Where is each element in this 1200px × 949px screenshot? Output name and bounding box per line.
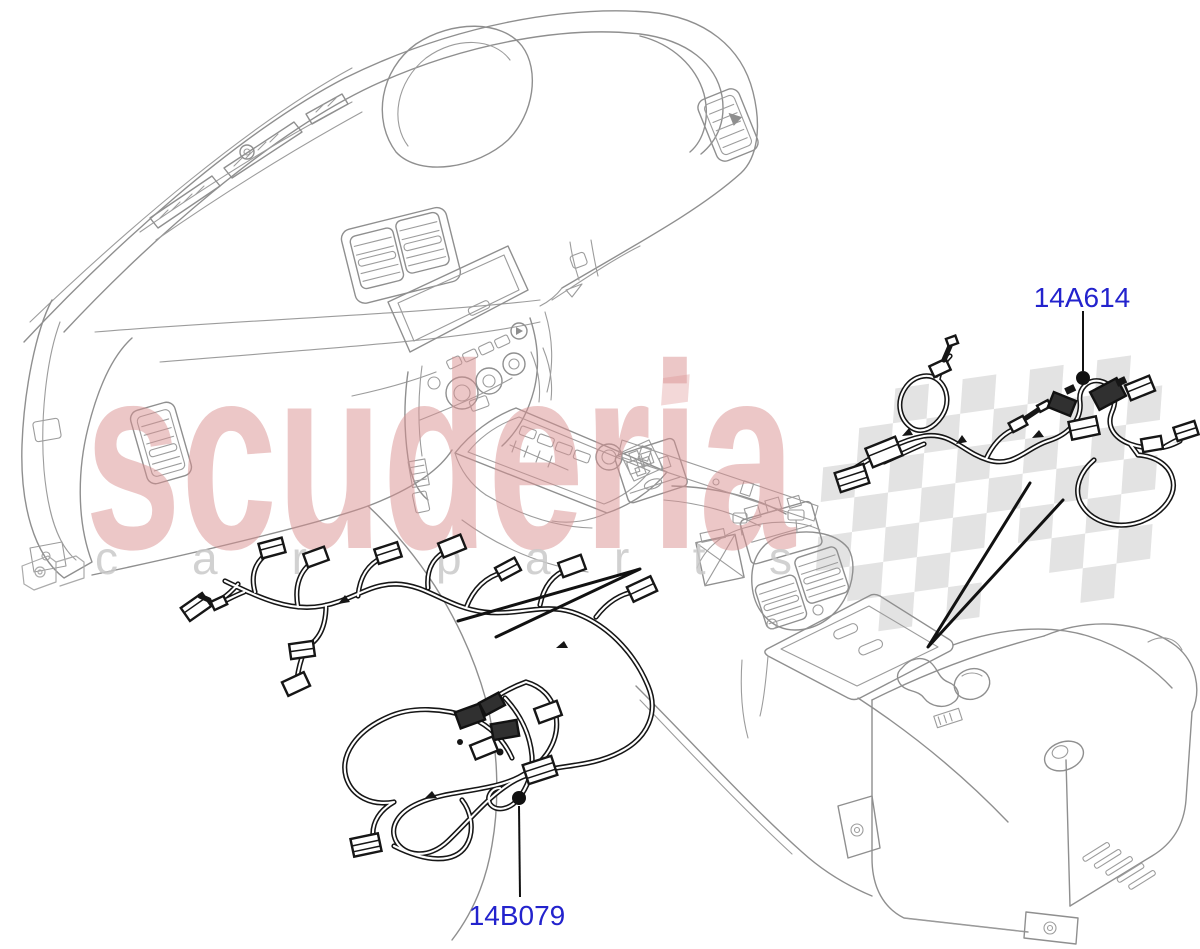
defroster-vents (139, 93, 363, 241)
side-vent-left (129, 401, 193, 485)
center-console-drawing (367, 407, 1198, 945)
console-storage-box (837, 623, 1198, 945)
callouts: 14A614 14B079 (456, 282, 1131, 931)
console-front-plate (454, 407, 787, 573)
brand-watermark: scuderia car parts (85, 309, 796, 604)
rear-vents (696, 509, 854, 631)
instrument-binnacle (381, 25, 534, 168)
armrest-lid (764, 593, 954, 701)
bracket-piece (21, 555, 85, 591)
wiring-harness-14b079 (179, 532, 659, 859)
dashboard-drawing (21, 10, 759, 591)
cupholder-deck (740, 628, 1173, 823)
pointer-wedge-14b079 (456, 567, 642, 639)
dash-end-right (539, 35, 759, 307)
console-brackets (614, 437, 823, 587)
part-label-14b079[interactable]: 14B079 (469, 900, 566, 931)
wiring-harness-14a614 (833, 333, 1200, 526)
pointer-wedge-14a614 (926, 481, 1065, 649)
leader-line-14b079 (518, 805, 521, 898)
part-label-14a614[interactable]: 14A614 (1034, 282, 1131, 313)
a-pillar-trim (21, 299, 133, 579)
leader-dot-14a614 (1076, 371, 1090, 385)
leader-dot-14b079 (512, 791, 526, 805)
center-stack (340, 206, 553, 514)
